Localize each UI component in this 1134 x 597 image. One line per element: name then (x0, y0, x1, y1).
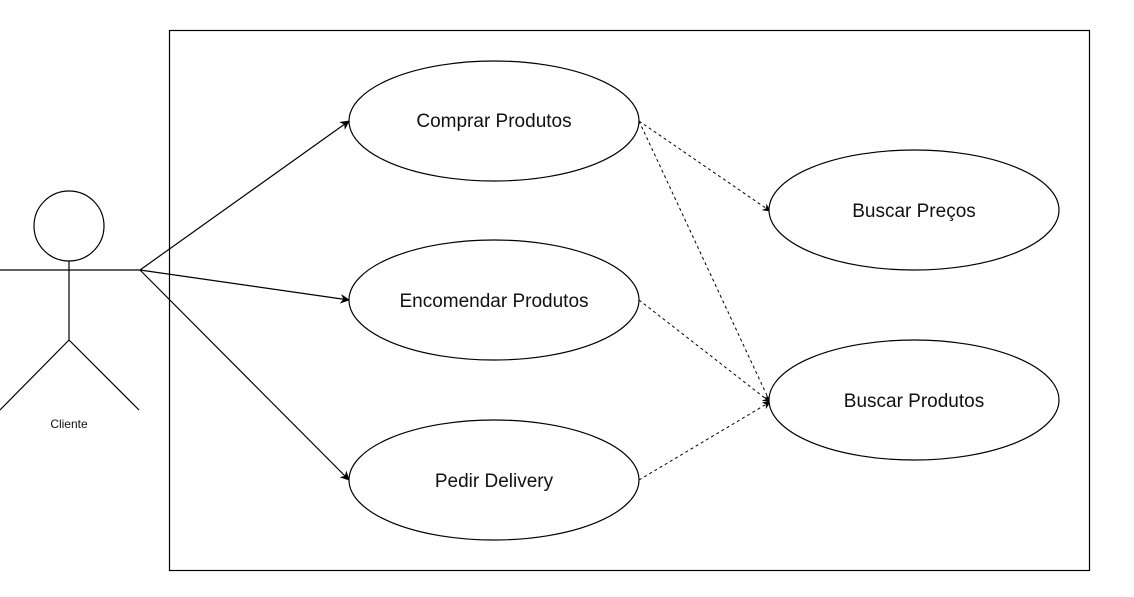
dependency-encomendar-buscar-produtos (638, 299, 771, 403)
association-encomendar (139, 269, 350, 304)
use-case-pedir-delivery[interactable]: Pedir Delivery (348, 419, 640, 541)
actor-label: Cliente (50, 417, 88, 431)
use-case-label: Encomendar Produtos (399, 291, 588, 312)
use-case-label: Buscar Produtos (844, 391, 984, 412)
actor-head (33, 190, 105, 262)
dependency-comprar-buscar-precos (638, 120, 771, 212)
dependency-pedir-delivery-buscar-produtos (638, 401, 771, 481)
actor-right-leg (68, 339, 140, 411)
use-case-buscar-produtos[interactable]: Buscar Produtos (768, 339, 1060, 461)
use-case-encomendar-produtos[interactable]: Encomendar Produtos (348, 239, 640, 361)
use-case-label: Pedir Delivery (435, 471, 554, 492)
actor-cliente[interactable]: Cliente (0, 190, 140, 431)
use-case-label: Comprar Produtos (416, 111, 571, 132)
use-case-buscar-precos[interactable]: Buscar Preços (768, 149, 1060, 271)
association-pedir-delivery (139, 269, 350, 481)
actor-left-leg (0, 339, 70, 411)
use-case-comprar-produtos[interactable]: Comprar Produtos (348, 60, 640, 182)
dependency-comprar-buscar-produtos (638, 120, 771, 403)
system-boundary (168, 29, 1091, 572)
association-comprar (139, 120, 350, 271)
use-case-label: Buscar Preços (852, 201, 976, 222)
